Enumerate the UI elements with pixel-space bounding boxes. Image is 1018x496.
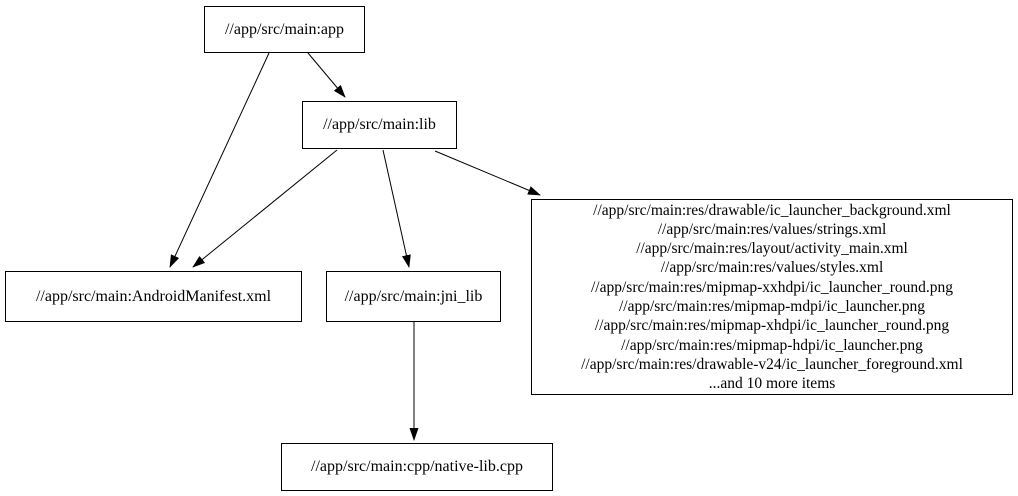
edge-lib-to-res: [434, 150, 541, 196]
res-file-line: //app/src/main:res/mipmap-xhdpi/ic_launc…: [594, 317, 950, 335]
res-file-line: //app/src/main:res/mipmap-mdpi/ic_launch…: [618, 298, 926, 315]
res-more-items-line: ...and 10 more items: [708, 375, 836, 393]
node-lib-label: //app/src/main:lib: [323, 116, 436, 134]
res-file-line: //app/src/main:res/values/strings.xml: [657, 220, 887, 238]
edge-app-to-lib: [307, 52, 346, 98]
node-jni-lib: //app/src/main:jni_lib: [326, 271, 501, 322]
edge-lib-to-jni-lib: [382, 149, 411, 268]
node-jni-lib-label: //app/src/main:jni_lib: [344, 287, 483, 305]
res-file-line: //app/src/main:res/layout/activity_main.…: [636, 240, 908, 258]
node-lib: //app/src/main:lib: [302, 101, 457, 149]
res-file-line: //app/src/main:res/drawable/ic_launcher_…: [593, 201, 951, 219]
res-file-line: //app/src/main:res/mipmap-xxhdpi/ic_laun…: [590, 278, 953, 296]
node-res-group: //app/src/main:res/drawable/ic_launcher_…: [531, 199, 1013, 395]
node-android-manifest: //app/src/main:AndroidManifest.xml: [5, 271, 302, 322]
res-file-line: //app/src/main:res/values/styles.xml: [660, 259, 884, 277]
node-android-manifest-label: //app/src/main:AndroidManifest.xml: [35, 287, 272, 305]
node-app-label: //app/src/main:app: [224, 20, 345, 38]
res-file-line: //app/src/main:res/drawable-v24/ic_launc…: [581, 355, 963, 373]
node-native-lib-cpp: //app/src/main:cpp/native-lib.cpp: [281, 443, 553, 491]
edge-lib-to-manifest: [192, 149, 338, 268]
edge-app-to-manifest: [169, 52, 270, 268]
node-app: //app/src/main:app: [204, 6, 365, 53]
res-file-line: //app/src/main:res/mipmap-hdpi/ic_launch…: [621, 336, 923, 354]
node-native-lib-cpp-label: //app/src/main:cpp/native-lib.cpp: [311, 458, 523, 476]
